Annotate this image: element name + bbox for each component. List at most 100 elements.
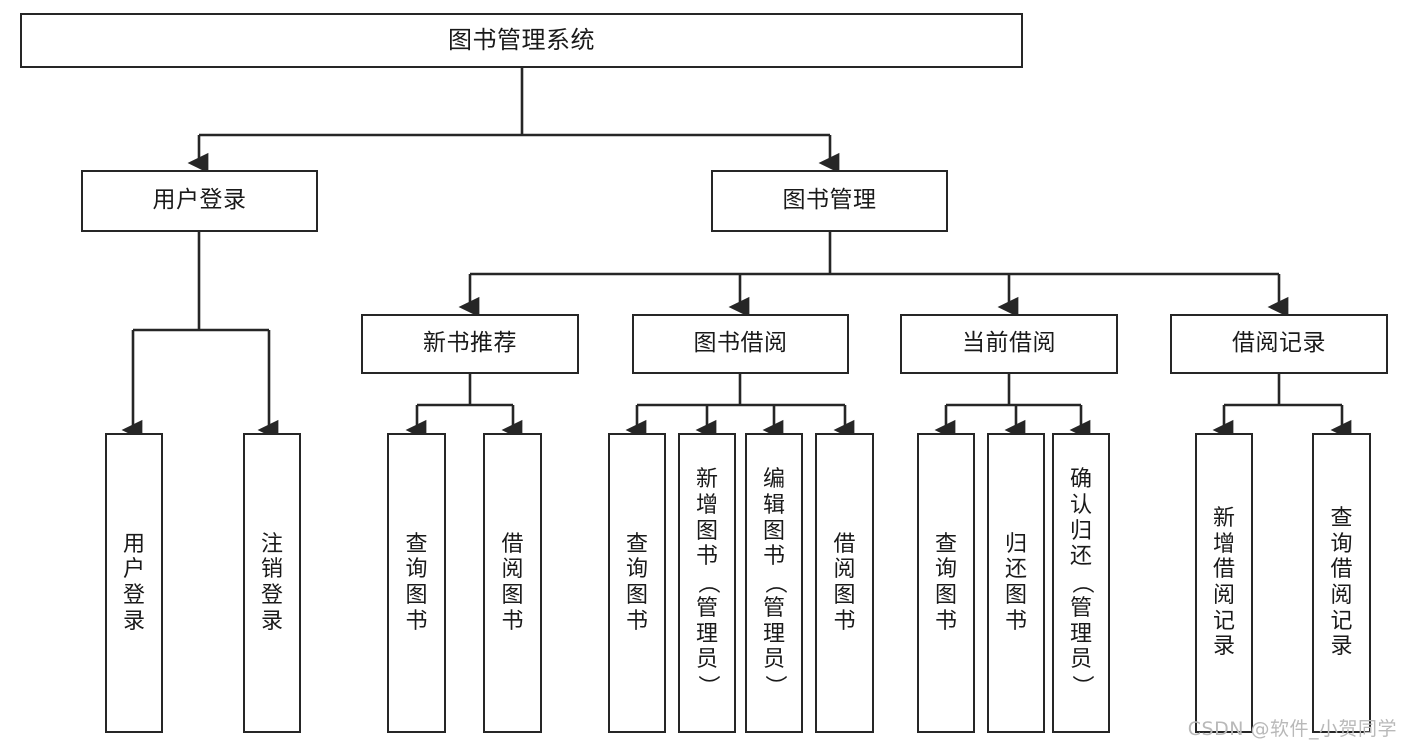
node-leaf-query-book-borrow[interactable]: 查询图书 <box>608 433 666 733</box>
node-label-char: 辑 <box>762 492 785 518</box>
node-leaf-logout[interactable]: 注销登录 <box>243 433 301 733</box>
node-label-char: （ <box>694 571 720 594</box>
node-current-borrow[interactable]: 当前借阅 <box>900 314 1118 374</box>
node-label-char: 书 <box>1004 608 1027 634</box>
node-label-char: 认 <box>1069 492 1092 518</box>
node-label: 图书借阅 <box>693 330 788 357</box>
node-label-char: 新 <box>695 467 718 493</box>
node-label-char: 书 <box>501 608 524 634</box>
node-label-char: 借 <box>501 531 524 557</box>
node-user-login[interactable]: 用户登录 <box>81 170 318 232</box>
node-label-char: 新 <box>1212 505 1235 531</box>
node-label-char: 员 <box>762 647 785 673</box>
node-label-char: 查 <box>1330 505 1353 531</box>
node-label-char: 图 <box>501 583 524 608</box>
node-label-char: 书 <box>625 608 648 634</box>
node-label-char: 增 <box>695 492 718 518</box>
node-label-char: 录 <box>122 608 145 634</box>
node-leaf-confirm-return-admin[interactable]: 确认归还（管理员） <box>1052 433 1110 733</box>
node-label-char: 阅 <box>833 557 856 583</box>
node-label-char: ） <box>694 674 720 697</box>
node-label-char: 还 <box>1069 544 1092 570</box>
node-label-char: 借 <box>1212 557 1235 583</box>
node-label-char: 管 <box>695 595 718 621</box>
node-leaf-add-borrow-record[interactable]: 新增借阅记录 <box>1195 433 1253 733</box>
node-label-char: 借 <box>1330 557 1353 583</box>
node-label-char: （ <box>761 571 787 594</box>
node-label: 归还图书 <box>1005 532 1027 635</box>
node-leaf-add-book-admin[interactable]: 新增图书（管理员） <box>678 433 736 733</box>
node-label: 编辑图书（管理员） <box>761 467 787 699</box>
node-book-management[interactable]: 图书管理 <box>711 170 948 232</box>
node-label-char: ） <box>1068 674 1094 697</box>
node-label-char: 询 <box>625 557 648 583</box>
node-label-char: 图 <box>934 583 957 608</box>
node-label: 查询图书 <box>626 532 648 635</box>
node-label-char: 书 <box>695 544 718 570</box>
node-label-char: 增 <box>1212 531 1235 557</box>
node-label-char: 登 <box>260 583 283 608</box>
node-book-borrow[interactable]: 图书借阅 <box>632 314 849 374</box>
node-label-char: 书 <box>762 544 785 570</box>
node-label-char: 询 <box>934 557 957 583</box>
node-label: 确认归还（管理员） <box>1068 467 1094 699</box>
node-label-char: 图 <box>762 518 785 544</box>
node-label-char: 确 <box>1069 467 1092 493</box>
node-label: 用户登录 <box>123 532 145 635</box>
node-label-char: 员 <box>1069 647 1092 673</box>
node-leaf-user-login[interactable]: 用户登录 <box>105 433 163 733</box>
node-label-char: 用 <box>122 531 145 557</box>
node-label: 查询借阅记录 <box>1330 506 1352 660</box>
node-label-char: （ <box>1068 571 1094 594</box>
node-leaf-return-book[interactable]: 归还图书 <box>987 433 1045 733</box>
node-label-char: 书 <box>934 608 957 634</box>
node-label-char: 理 <box>695 621 718 647</box>
node-label-char: 录 <box>260 608 283 634</box>
node-label: 查询图书 <box>935 532 957 635</box>
node-label: 图书管理 <box>782 187 877 214</box>
node-label: 用户登录 <box>152 187 247 214</box>
node-label-char: 询 <box>405 557 428 583</box>
node-label-char: 理 <box>762 621 785 647</box>
node-label-char: 询 <box>1330 531 1353 557</box>
node-borrow-record[interactable]: 借阅记录 <box>1170 314 1388 374</box>
node-label: 查询图书 <box>405 532 427 635</box>
node-label-char: 管 <box>1069 595 1092 621</box>
node-label-char: 记 <box>1212 608 1235 634</box>
node-label-char: 书 <box>405 608 428 634</box>
node-label-char: ） <box>761 674 787 697</box>
node-leaf-borrow-book[interactable]: 借阅图书 <box>815 433 874 733</box>
node-label-char: 阅 <box>1212 583 1235 608</box>
node-label-char: 登 <box>122 583 145 608</box>
node-leaf-query-book-recommend[interactable]: 查询图书 <box>387 433 446 733</box>
node-label-char: 记 <box>1330 608 1353 634</box>
node-label: 借阅图书 <box>833 532 855 635</box>
node-label-char: 查 <box>934 531 957 557</box>
node-leaf-edit-book-admin[interactable]: 编辑图书（管理员） <box>745 433 803 733</box>
node-label-char: 还 <box>1004 557 1027 583</box>
node-label-char: 管 <box>762 595 785 621</box>
node-label-char: 阅 <box>1330 583 1353 608</box>
node-root-book-management-system[interactable]: 图书管理系统 <box>20 13 1023 68</box>
node-label-char: 归 <box>1004 531 1027 557</box>
node-leaf-query-borrow-record[interactable]: 查询借阅记录 <box>1312 433 1371 733</box>
node-label: 新书推荐 <box>423 330 517 357</box>
node-label-char: 书 <box>833 608 856 634</box>
node-label-char: 图 <box>625 583 648 608</box>
node-label-char: 编 <box>762 467 785 493</box>
node-label-char: 户 <box>122 557 145 583</box>
node-label: 新增借阅记录 <box>1213 506 1235 660</box>
node-new-book-recommend[interactable]: 新书推荐 <box>361 314 579 374</box>
node-label: 当前借阅 <box>962 330 1056 357</box>
node-leaf-borrow-book-recommend[interactable]: 借阅图书 <box>483 433 542 733</box>
node-label-char: 理 <box>1069 621 1092 647</box>
node-label-char: 图 <box>695 518 718 544</box>
node-label-char: 图 <box>405 583 428 608</box>
node-label-char: 图 <box>833 583 856 608</box>
node-label-char: 归 <box>1069 518 1092 544</box>
node-label-char: 图 <box>1004 583 1027 608</box>
node-label-char: 查 <box>405 531 428 557</box>
node-leaf-query-book-current[interactable]: 查询图书 <box>917 433 975 733</box>
node-label-char: 查 <box>625 531 648 557</box>
